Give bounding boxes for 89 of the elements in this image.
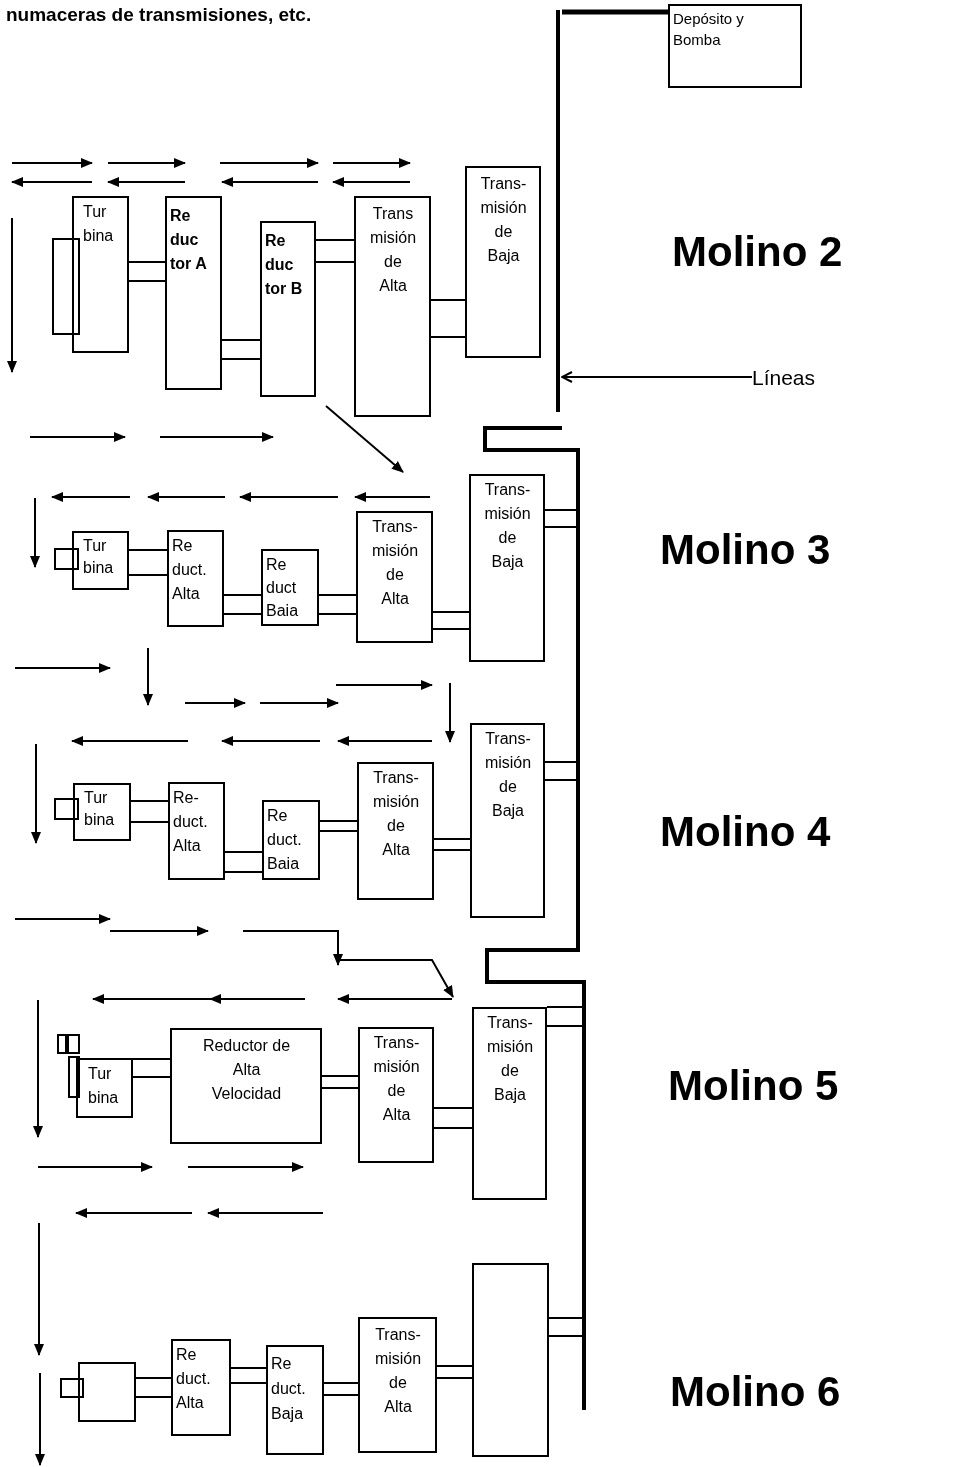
callout-label: Líneas <box>752 364 970 392</box>
box-label: Trans misión de Alta <box>368 204 418 296</box>
box-label: Trans- misión de Alta <box>370 517 420 609</box>
mill-title: Molino 4 <box>660 808 831 856</box>
box-label: Tur bina <box>87 1064 120 1108</box>
box-label: Trans- misión de Alta <box>372 1033 421 1125</box>
transmission-box <box>356 511 433 643</box>
transmission-box <box>354 196 431 417</box>
coupling-box <box>52 238 80 335</box>
box-label: Re duct. Baja <box>270 1354 307 1424</box>
mill-title: Molino 6 <box>670 1368 841 1416</box>
shaft-coupling <box>436 1365 473 1379</box>
turbine-box <box>76 1058 133 1118</box>
lubrication-line <box>482 426 587 1412</box>
shaft-coupling <box>430 299 466 338</box>
transmission-box <box>472 1007 547 1200</box>
mill-title: Molino 2 <box>672 228 843 276</box>
box-label: Re duct. Baia <box>266 806 303 874</box>
shaft-coupling <box>223 594 262 615</box>
transmission-box <box>469 474 545 662</box>
mill-title: Molino 3 <box>660 526 831 574</box>
box-label: Tur bina <box>82 536 115 578</box>
box-label: Re duct. Alta <box>171 536 208 604</box>
reducer-box <box>262 800 320 880</box>
transmission-box <box>358 1027 434 1163</box>
coupling-box <box>60 1378 84 1398</box>
box-label: Trans- misión de Alta <box>371 768 421 860</box>
shaft-coupling <box>315 239 355 263</box>
shaft-coupling <box>221 339 261 360</box>
shaft-coupling <box>323 1382 359 1396</box>
box-label: Re duc tor B <box>264 231 304 299</box>
tank-pump-box <box>668 4 802 88</box>
coupling-box <box>54 548 79 570</box>
box-label: Re duct Baia <box>265 555 300 621</box>
box-label: Trans- misión de Baja <box>483 480 532 572</box>
shaft-coupling <box>544 509 577 528</box>
shaft-coupling <box>230 1367 267 1384</box>
shaft-coupling <box>135 1377 172 1398</box>
shaft-coupling <box>432 611 470 630</box>
shaft-coupling <box>548 1317 583 1337</box>
box-label: Re- duct. Alta <box>172 788 209 856</box>
transmission-box <box>470 723 545 918</box>
box-label: Trans- misión de Baja <box>485 1013 535 1105</box>
shaft-coupling <box>544 761 577 781</box>
mill-title: Molino 5 <box>668 1062 839 1110</box>
reducer-box <box>170 1028 322 1144</box>
reducer-box <box>260 221 316 397</box>
box-label: Tur bina <box>83 788 116 830</box>
turbine-box <box>73 783 131 841</box>
transmission-box <box>358 1317 437 1453</box>
turbine-box <box>72 196 129 353</box>
turbine-box <box>78 1362 136 1422</box>
coupling-box <box>68 1056 80 1098</box>
shaft-coupling <box>433 838 471 851</box>
box-label: Trans- misión de Alta <box>373 1325 423 1417</box>
box-label: Trans- misión de Baja <box>479 174 528 266</box>
note-text: numaceras de transmisiones, etc. <box>6 4 312 26</box>
coupling-box <box>57 1034 69 1054</box>
reducer-box <box>261 549 319 626</box>
box-label: Re duc tor A <box>169 206 208 274</box>
box-label: Depósito y Bomba <box>672 9 745 50</box>
box-label: Trans- misión de Baja <box>483 729 533 821</box>
reducer-box <box>167 530 224 627</box>
reducer-box <box>165 196 222 390</box>
shaft-coupling <box>318 594 357 615</box>
transmission-box <box>465 166 541 358</box>
shaft-coupling <box>128 549 168 576</box>
reducer-box <box>171 1339 231 1436</box>
shaft-coupling <box>132 1058 171 1078</box>
box-label: Reductor de Alta Velocidad <box>201 1036 292 1104</box>
lubrication-line <box>555 10 562 412</box>
shaft-coupling <box>433 1107 473 1129</box>
coupling-box <box>65 1034 80 1054</box>
shaft-coupling <box>321 1075 359 1089</box>
box-label: Re duct. Alta <box>175 1345 212 1413</box>
reducer-box <box>266 1345 324 1455</box>
reducer-box <box>168 782 225 880</box>
turbine-box <box>72 531 129 590</box>
shaft-coupling <box>224 851 263 873</box>
shaft-coupling <box>128 261 166 282</box>
transmission-box <box>357 762 434 900</box>
lubrication-line <box>562 9 668 15</box>
coupling-box <box>54 798 79 820</box>
shaft-coupling <box>130 800 169 823</box>
shaft-coupling <box>546 1006 583 1027</box>
transmission-box <box>472 1263 549 1457</box>
shaft-coupling <box>319 820 358 832</box>
leader-line <box>561 371 753 383</box>
box-label: Tur bina <box>82 202 115 246</box>
